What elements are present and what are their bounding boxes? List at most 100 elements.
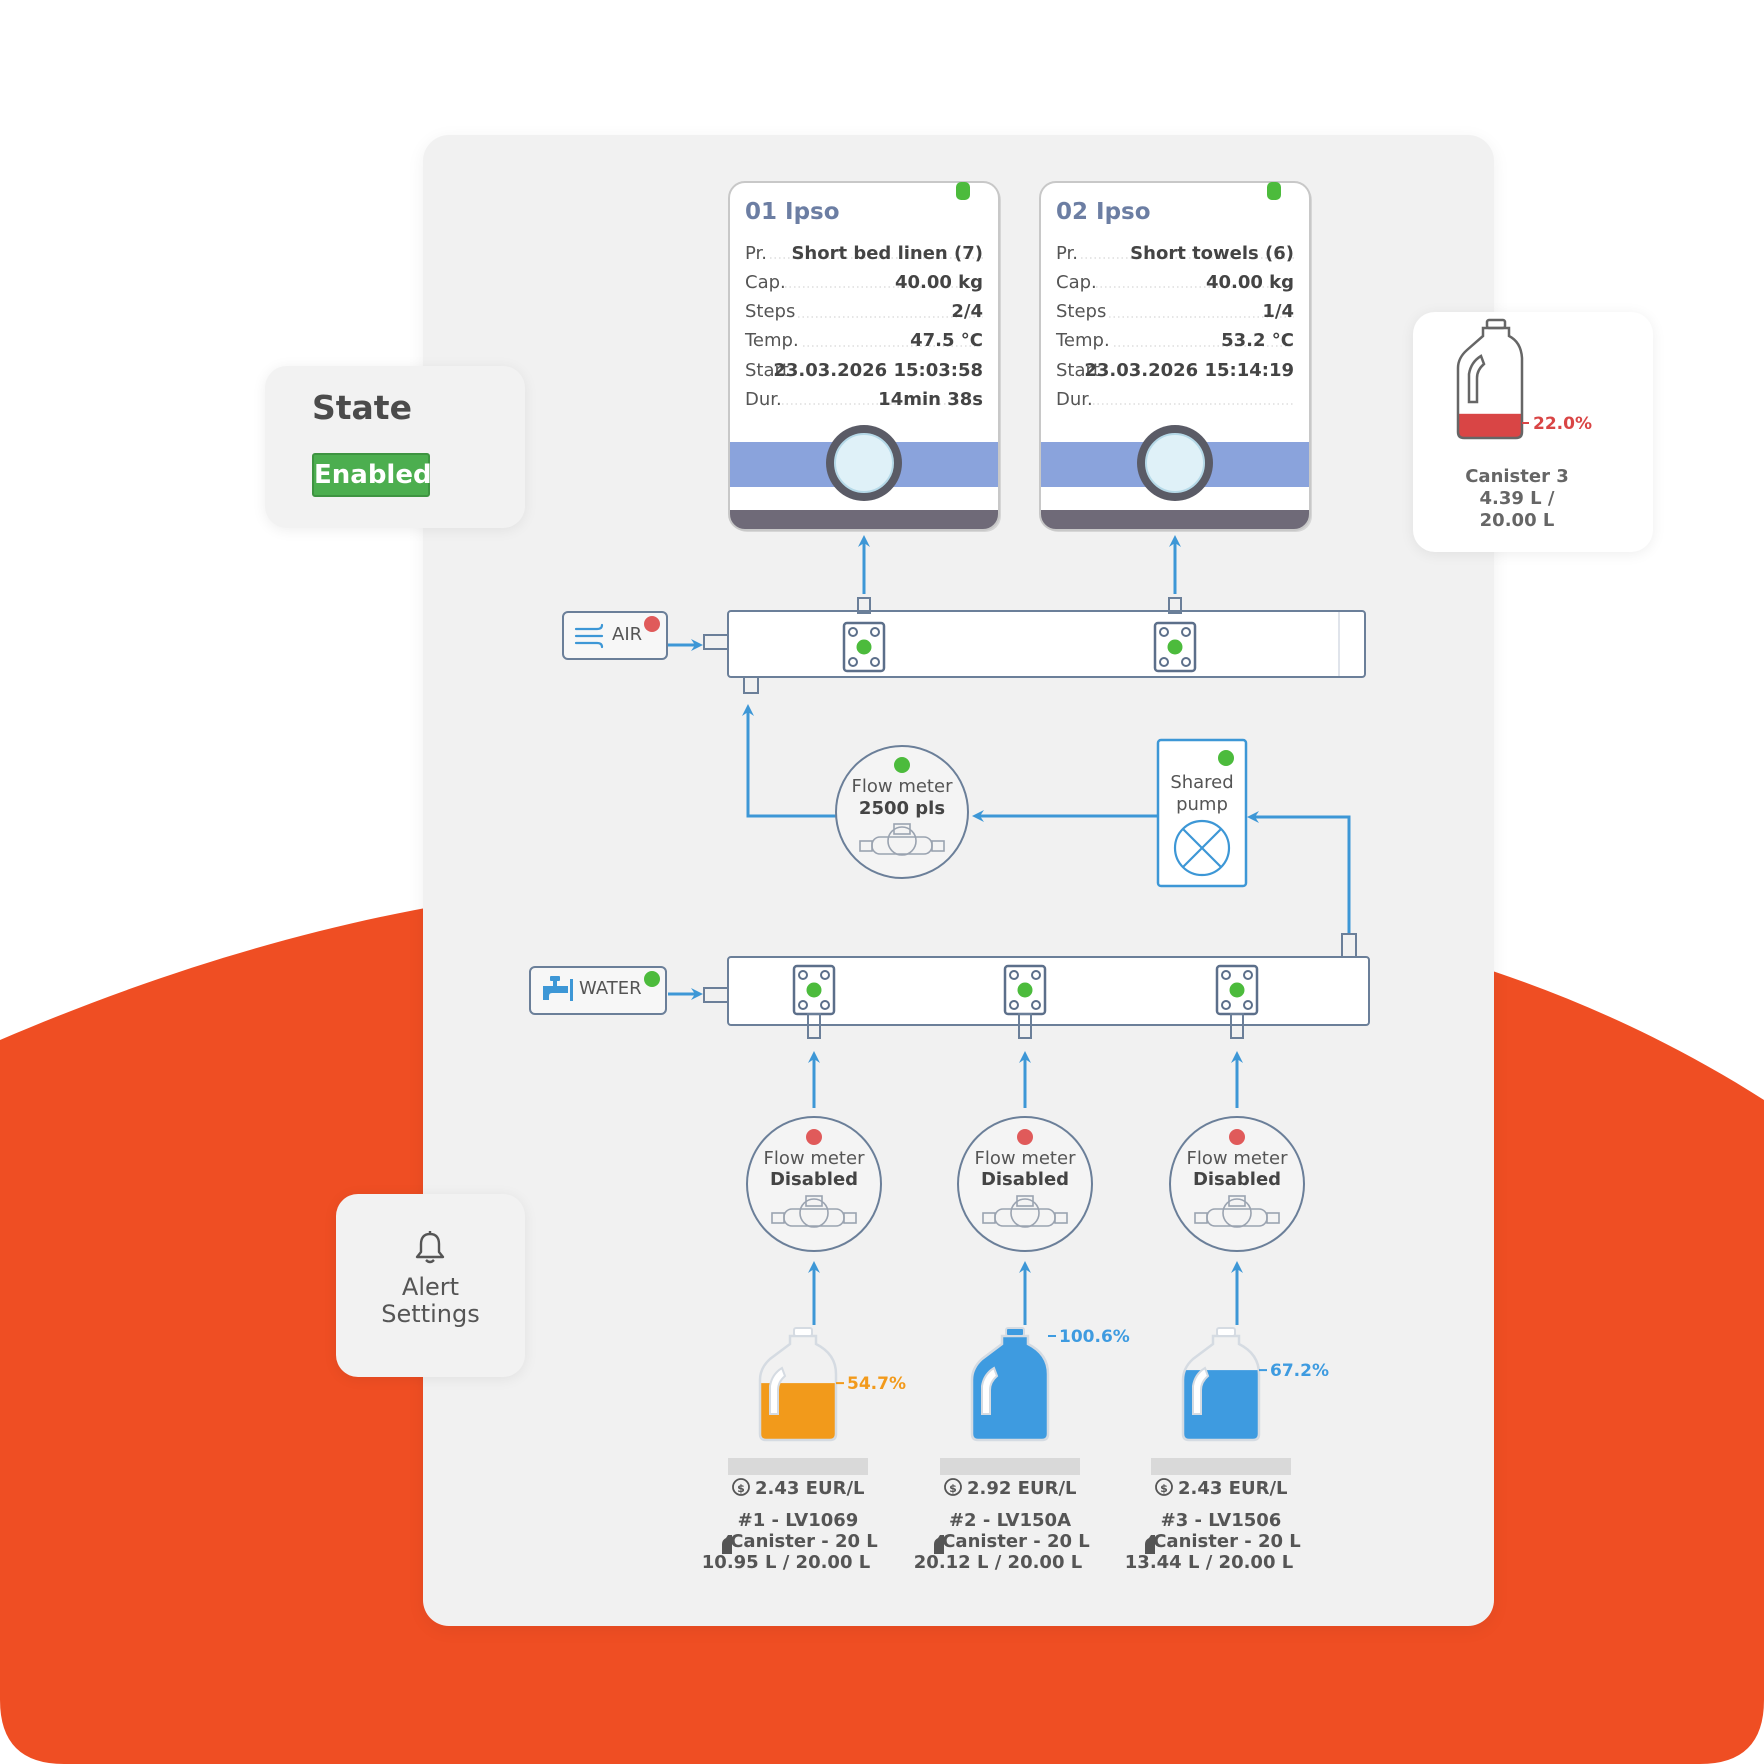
canister-volume: 10.95 L / 20.00 L — [702, 1552, 870, 1573]
canister-percent: 100.6% — [1059, 1327, 1130, 1347]
flow-meter-title: Flow meter — [764, 1148, 866, 1169]
state-badge[interactable]: Enabled — [312, 453, 432, 497]
air-source[interactable]: AIR — [562, 611, 668, 660]
air-valve[interactable] — [1153, 597, 1197, 673]
canister3-graphic: 22.0% — [1456, 318, 1592, 440]
faucet-icon — [543, 976, 573, 1001]
machine-card-02[interactable]: 02 Ipso Pr. Short towels (6) Cap. 40.00 … — [1039, 181, 1312, 532]
washer-door-icon — [826, 425, 902, 501]
row-label: Temp. — [1055, 330, 1110, 351]
machine-status-led — [1267, 182, 1281, 200]
row-label: Temp. — [744, 330, 799, 351]
air-status-led — [644, 616, 660, 632]
bell-icon — [415, 1231, 445, 1264]
machine-name: 01 Ipso — [745, 199, 840, 225]
water-meter-icon — [1194, 1195, 1280, 1228]
machine-card-01[interactable]: 01 Ipso Pr. Short bed linen (7) Cap. 40.… — [728, 181, 1001, 532]
alert-label-line1: Alert — [401, 1273, 460, 1301]
canister-cap — [1216, 1327, 1236, 1337]
canister-volume: 13.44 L / 20.00 L — [1125, 1552, 1293, 1573]
shared-pump[interactable]: Shared pump — [1156, 738, 1248, 888]
row-value: 14min 38s — [878, 389, 983, 410]
row-value: 23.03.2026 15:03:58 — [773, 360, 983, 381]
row-value: 47.5 °C — [910, 330, 983, 351]
canister-outline — [970, 1334, 1050, 1442]
flow-meter-value: Disabled — [770, 1169, 858, 1190]
machine-name: 02 Ipso — [1056, 199, 1151, 225]
canister3-level — [1458, 413, 1522, 438]
row-value: 40.00 kg — [1206, 272, 1294, 293]
row-value: Short bed linen (7) — [791, 243, 983, 264]
canister-name-bar — [728, 1458, 868, 1475]
canister3-volume-line2: 20.00 L — [1479, 510, 1555, 531]
canister-handle — [1192, 1366, 1210, 1415]
flow-meter-value: Disabled — [981, 1169, 1069, 1190]
water-meter-icon — [771, 1195, 857, 1228]
water-meter-icon — [859, 823, 945, 856]
alert-label-line2: Settings — [381, 1300, 480, 1328]
flow-meter-2[interactable]: Flow meter Disabled — [957, 1116, 1093, 1252]
flow-meter-1[interactable]: Flow meter Disabled — [746, 1116, 882, 1252]
canister-percent: 67.2% — [1270, 1361, 1329, 1381]
canister-cap — [1005, 1327, 1025, 1337]
machine-rows: Pr. Short towels (6) Cap. 40.00 kg Steps… — [1055, 243, 1294, 410]
row-value: 1/4 — [1262, 301, 1294, 322]
machine-status-led — [956, 182, 970, 200]
coin-icon: $ — [732, 1478, 750, 1496]
canister3-percent: 22.0% — [1533, 414, 1592, 434]
alert-settings-button[interactable]: Alert Settings — [336, 1194, 525, 1377]
svg-text:$: $ — [949, 1482, 957, 1495]
row-label: Steps — [745, 301, 795, 322]
air-valve[interactable] — [842, 597, 886, 673]
main-flow-meter[interactable]: Flow meter 2500 pls — [835, 745, 969, 879]
flow-meter-3[interactable]: Flow meter Disabled — [1169, 1116, 1305, 1252]
pump-label-line2: pump — [1176, 794, 1228, 815]
state-title: State — [312, 388, 412, 427]
dosing-valve[interactable] — [792, 964, 836, 1039]
pump-icon — [1173, 819, 1231, 877]
coin-icon: $ — [944, 1478, 962, 1496]
row-value: 40.00 kg — [895, 272, 983, 293]
canister-name-bar — [1151, 1458, 1291, 1475]
svg-text:$: $ — [737, 1482, 745, 1495]
pump-status-led — [1218, 750, 1234, 766]
wind-icon — [574, 623, 604, 649]
flow-meter-value: 2500 pls — [859, 798, 945, 819]
coin-icon: $ — [1155, 1478, 1173, 1496]
water-source[interactable]: WATER — [529, 966, 667, 1015]
canister-price: 2.43 EUR/L — [1178, 1478, 1288, 1499]
row-label: Pr. — [745, 243, 767, 264]
row-value: Short towels (6) — [1130, 243, 1294, 264]
dosing-valve[interactable] — [1215, 964, 1259, 1039]
machine-rows: Pr. Short bed linen (7) Cap. 40.00 kg St… — [744, 243, 983, 410]
row-label: Steps — [1056, 301, 1106, 322]
canister-id: #3 - LV1506 — [1161, 1510, 1282, 1531]
svg-text:$: $ — [1160, 1482, 1168, 1495]
canister3-card[interactable]: 22.0% Canister 3 4.39 L / 20.00 L — [1413, 312, 1653, 552]
canister-price: 2.43 EUR/L — [755, 1478, 865, 1499]
flow-meter-value: Disabled — [1193, 1169, 1281, 1190]
canister-mini-icon — [934, 1535, 944, 1554]
air-manifold — [703, 597, 1366, 694]
canister-id: #2 - LV150A — [949, 1510, 1071, 1531]
canister-id: #1 - LV1069 — [738, 1510, 859, 1531]
canister-handle — [769, 1366, 787, 1415]
water-status-led — [644, 971, 660, 987]
canister-name-bar — [940, 1458, 1080, 1475]
dosing-valve[interactable] — [1003, 964, 1047, 1039]
row-value: 53.2 °C — [1221, 330, 1294, 351]
flow-meter-title: Flow meter — [975, 1148, 1077, 1169]
canister-cap — [793, 1327, 813, 1337]
water-manifold — [703, 933, 1370, 1039]
canister-percent: 54.7% — [847, 1374, 906, 1394]
canister-mini-icon — [722, 1535, 732, 1554]
flow-meter-status-led — [894, 757, 910, 773]
flow-meter-title: Flow meter — [852, 776, 954, 797]
washer-door-icon — [1137, 425, 1213, 501]
canister3-name: Canister 3 — [1465, 466, 1569, 487]
